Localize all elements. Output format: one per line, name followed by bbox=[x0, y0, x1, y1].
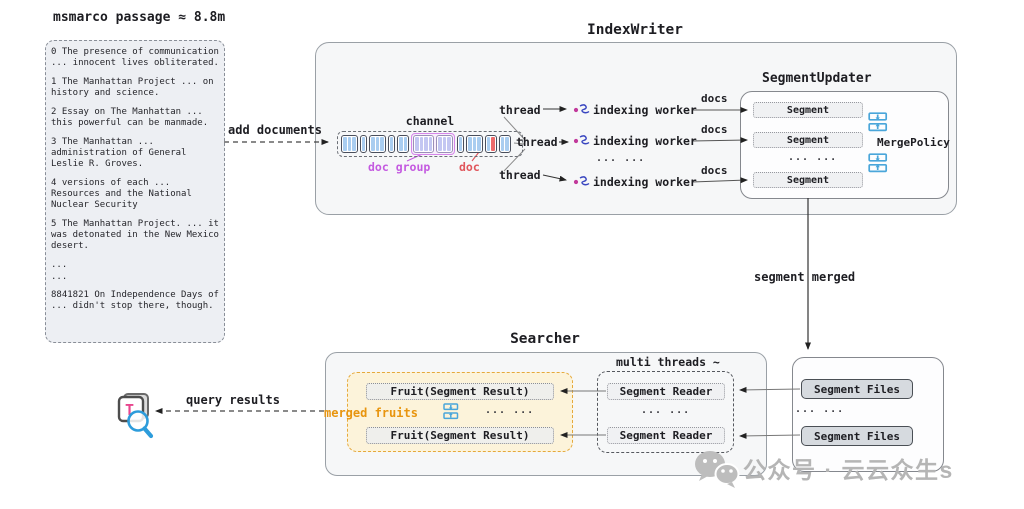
passage-ellipsis: ... bbox=[51, 271, 68, 282]
doc-block bbox=[359, 135, 367, 153]
wechat-icon bbox=[693, 449, 741, 493]
doc-block bbox=[341, 135, 358, 153]
segment-files-box: Segment Files bbox=[801, 379, 913, 399]
indexing-worker-icon bbox=[573, 174, 590, 193]
thread-label: thread bbox=[499, 103, 541, 117]
fruit-box: Fruit(Segment Result) bbox=[366, 427, 554, 444]
doc-block bbox=[369, 135, 386, 153]
doc-block bbox=[498, 135, 511, 153]
docs-label: docs bbox=[701, 123, 728, 136]
passage-item: 0 The presence of communication ... inno… bbox=[51, 47, 219, 68]
segment-reader-box: Segment Reader bbox=[607, 427, 725, 444]
doc-block-with-doc bbox=[484, 135, 497, 153]
doc-block bbox=[456, 135, 464, 153]
passage-item: 1 The Manhattan Project ... on history a… bbox=[51, 76, 214, 98]
text-search-icon: T bbox=[112, 392, 154, 444]
indexing-worker-icon bbox=[573, 102, 590, 121]
msmarco-passages-panel: 0 The presence of communication ... inno… bbox=[45, 40, 225, 343]
merge-fruits-icon bbox=[443, 403, 459, 424]
doc-block bbox=[466, 135, 483, 153]
segment-box: Segment bbox=[753, 102, 863, 118]
indexing-worker-label: indexing worker bbox=[593, 134, 697, 148]
merge-policy-icon bbox=[868, 153, 888, 177]
segment-readers-box bbox=[597, 371, 734, 453]
watermark-label: 公众号 · 云云众生s bbox=[743, 457, 954, 483]
segment-merged-label: segment merged bbox=[754, 270, 856, 284]
passage-item: 8841821 On Independence Days of ... didn… bbox=[51, 290, 219, 312]
doc-block bbox=[413, 135, 434, 153]
corpus-title: msmarco passage ≈ 8.8m bbox=[53, 10, 226, 25]
thread-label: thread bbox=[499, 168, 541, 182]
segments-ellipsis: ... ... bbox=[788, 152, 838, 163]
docs-label: docs bbox=[701, 92, 728, 105]
passage-item: 2 Essay on The Manhattan ... this powerf… bbox=[51, 106, 209, 128]
channel-label: channel bbox=[405, 114, 455, 128]
doc-group-highlight bbox=[411, 133, 455, 155]
doc-highlight bbox=[491, 137, 495, 151]
doc-block bbox=[387, 135, 395, 153]
doc-group-label: doc group bbox=[368, 160, 431, 174]
thread-label: thread bbox=[516, 135, 558, 149]
indexing-worker-label: indexing worker bbox=[593, 175, 697, 189]
segment-files-store-box bbox=[792, 357, 944, 472]
merged-fruits-label: merged fruits bbox=[324, 406, 418, 420]
query-results-label: query results bbox=[186, 393, 280, 407]
segment-reader-box: Segment Reader bbox=[607, 383, 725, 400]
indexing-worker-label: indexing worker bbox=[593, 103, 697, 117]
segment-updater-title: SegmentUpdater bbox=[762, 71, 872, 86]
doc-block bbox=[436, 135, 453, 153]
doc-label: doc bbox=[459, 160, 480, 174]
multi-threads-label: multi threads ~ bbox=[616, 355, 720, 369]
segment-files-box: Segment Files bbox=[801, 426, 913, 446]
segment-box: Segment bbox=[753, 132, 863, 148]
segment-box: Segment bbox=[753, 172, 863, 188]
channel-queue bbox=[337, 131, 523, 157]
merge-policy-icon bbox=[868, 112, 888, 136]
merge-policy-label: MergePolicy bbox=[877, 136, 950, 149]
docs-label: docs bbox=[701, 164, 728, 177]
passage-item: 3 The Manhattan ... administration of Ge… bbox=[51, 136, 187, 169]
indexing-worker-icon bbox=[573, 133, 590, 152]
fruits-ellipsis: ... ... bbox=[485, 405, 535, 416]
passage-item: 4 versions of each ... Resources and the… bbox=[51, 177, 192, 210]
svg-text:T: T bbox=[125, 401, 134, 419]
passage-item: 5 The Manhattan Project. ... it was deto… bbox=[51, 218, 219, 251]
searcher-title: Searcher bbox=[510, 331, 580, 347]
passage-ellipsis: ... bbox=[51, 259, 68, 270]
doc-block bbox=[397, 135, 409, 153]
indexwriter-title: IndexWriter bbox=[586, 22, 684, 38]
workers-ellipsis: ... ... bbox=[596, 153, 646, 164]
fruit-box: Fruit(Segment Result) bbox=[366, 383, 554, 400]
readers-ellipsis: ... ... bbox=[641, 405, 691, 416]
files-ellipsis: ... ... bbox=[795, 404, 845, 415]
add-documents-label: add documents bbox=[228, 123, 322, 137]
